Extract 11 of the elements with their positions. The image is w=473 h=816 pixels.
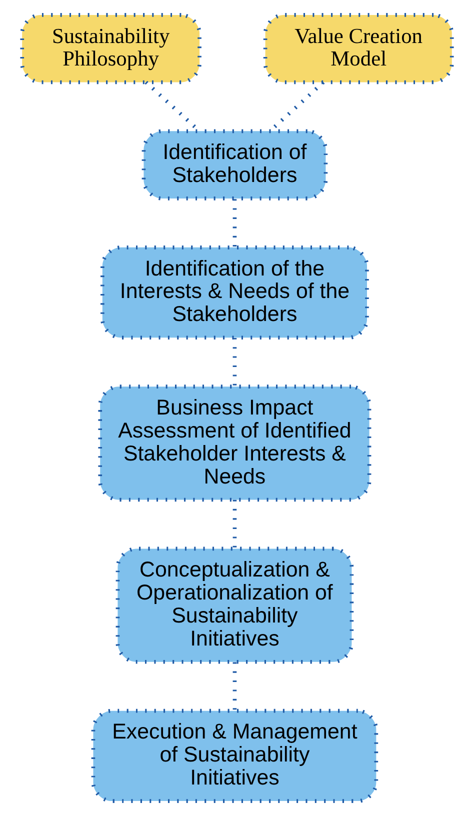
node-box: Value Creation Model (262, 13, 454, 84)
node-box: Business Impact Assessment of Identified Stakeholder Interests & Needs (98, 384, 371, 502)
connector (232, 500, 236, 549)
connector (232, 199, 236, 248)
node-box: Conceptualization & Operationalization of Sustainability Initiatives (115, 546, 354, 664)
connector (232, 662, 236, 711)
node-box: Sustainability Philosophy (20, 13, 201, 84)
node-box: Execution & Management of Sustainability Initiatives (90, 708, 378, 803)
connector (232, 338, 236, 386)
node-box: Identification of the Interests & Needs of the Stakeholders (100, 246, 368, 340)
node-box: Identification of Stakeholders (141, 129, 328, 200)
